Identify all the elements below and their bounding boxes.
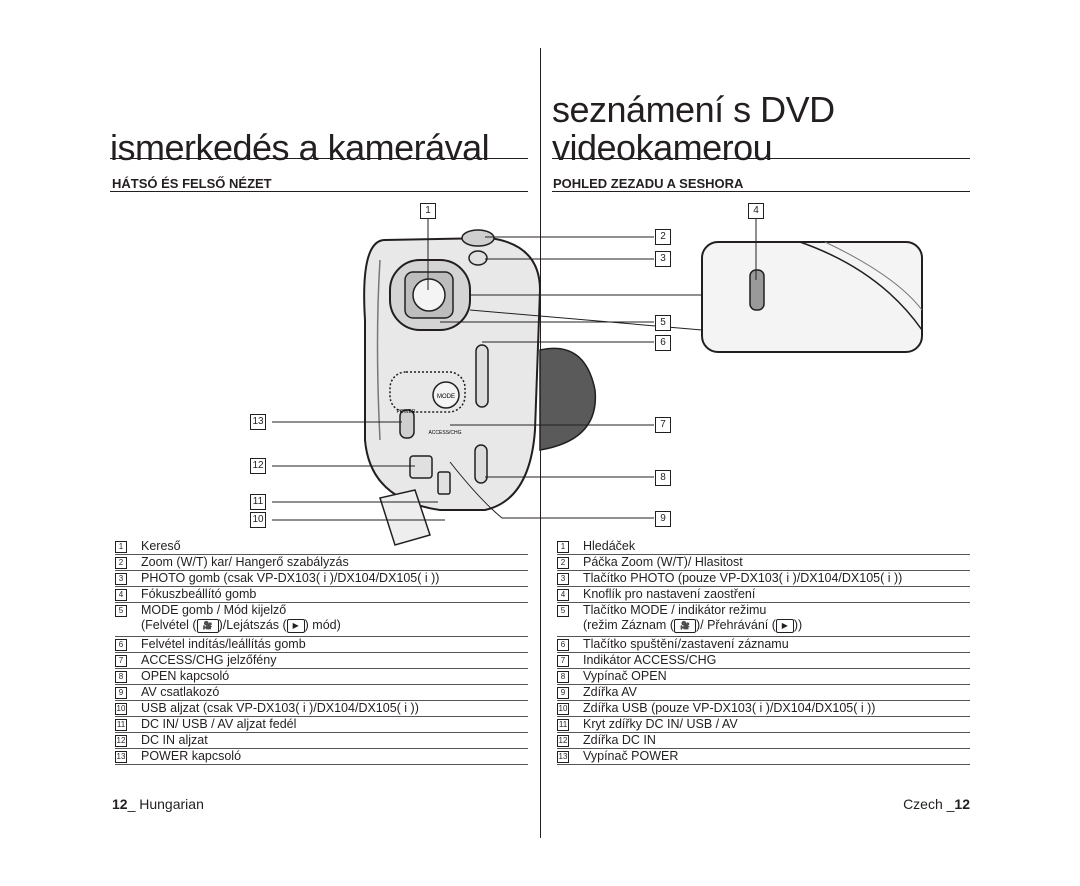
callout-11: 11 [250,494,266,510]
right-title-rule [552,158,970,159]
callout-9: 9 [655,511,671,527]
left-page-footer: 12_ Hungarian [112,796,204,812]
callout-7: 7 [655,417,671,433]
power-switch-icon [399,409,415,439]
zoom-lever-icon [461,229,495,247]
right-footer-language: Czech _ [903,796,955,812]
right-page-title-line2: videokamerou [552,127,773,168]
callout-1: 1 [420,203,436,219]
callout-13: 13 [250,414,266,430]
svg-text:ACCESS/CHG: ACCESS/CHG [428,430,461,436]
record-mode-icon: 🎥 [673,618,696,633]
jack-cover-icon [379,489,431,546]
record-mode-icon: 🎥 [196,618,219,633]
right-page-footer: Czech _12 [903,796,970,812]
play-mode-icon: ▶ [775,618,794,633]
mode-label: MODE [437,394,455,400]
photo-button-icon [468,250,488,266]
play-mode-icon: ▶ [286,618,305,633]
left-page-title: ismerkedés a kamerával [110,127,490,168]
callout-8: 8 [655,470,671,486]
left-section-heading: HÁTSÓ ÉS FELSŐ NÉZET [112,176,272,191]
right-page-title-line1: seznámení s DVD [552,89,835,130]
callout-6: 6 [655,335,671,351]
left-title-rule [110,158,528,159]
right-page-number: 12 [954,796,970,812]
right-section-heading: POHLED ZEZADU A SESHORA [553,176,744,191]
focus-dial-icon [749,269,765,311]
hand-strap-icon [539,347,597,451]
callout-10: 10 [250,512,266,528]
callout-3: 3 [655,251,671,267]
focus-detail-inset [701,241,923,353]
svg-text:POWER: POWER [397,409,416,415]
callout-2: 2 [655,229,671,245]
record-button-icon [475,344,489,408]
left-page-number: 12 [112,796,128,812]
callout-4: 4 [748,203,764,219]
dc-in-jack-icon [409,455,433,479]
usb-jack-icon [437,471,451,495]
right-heading-rule [552,191,970,192]
mode-button-icon [432,381,460,409]
left-footer-language: _ Hungarian [127,796,204,812]
camcorder-diagram: MODE POWER ACCESS/CHG [272,216,923,546]
callout-5: 5 [655,315,671,331]
callout-12: 12 [250,458,266,474]
left-heading-rule [110,191,528,192]
open-switch-icon [474,444,488,484]
